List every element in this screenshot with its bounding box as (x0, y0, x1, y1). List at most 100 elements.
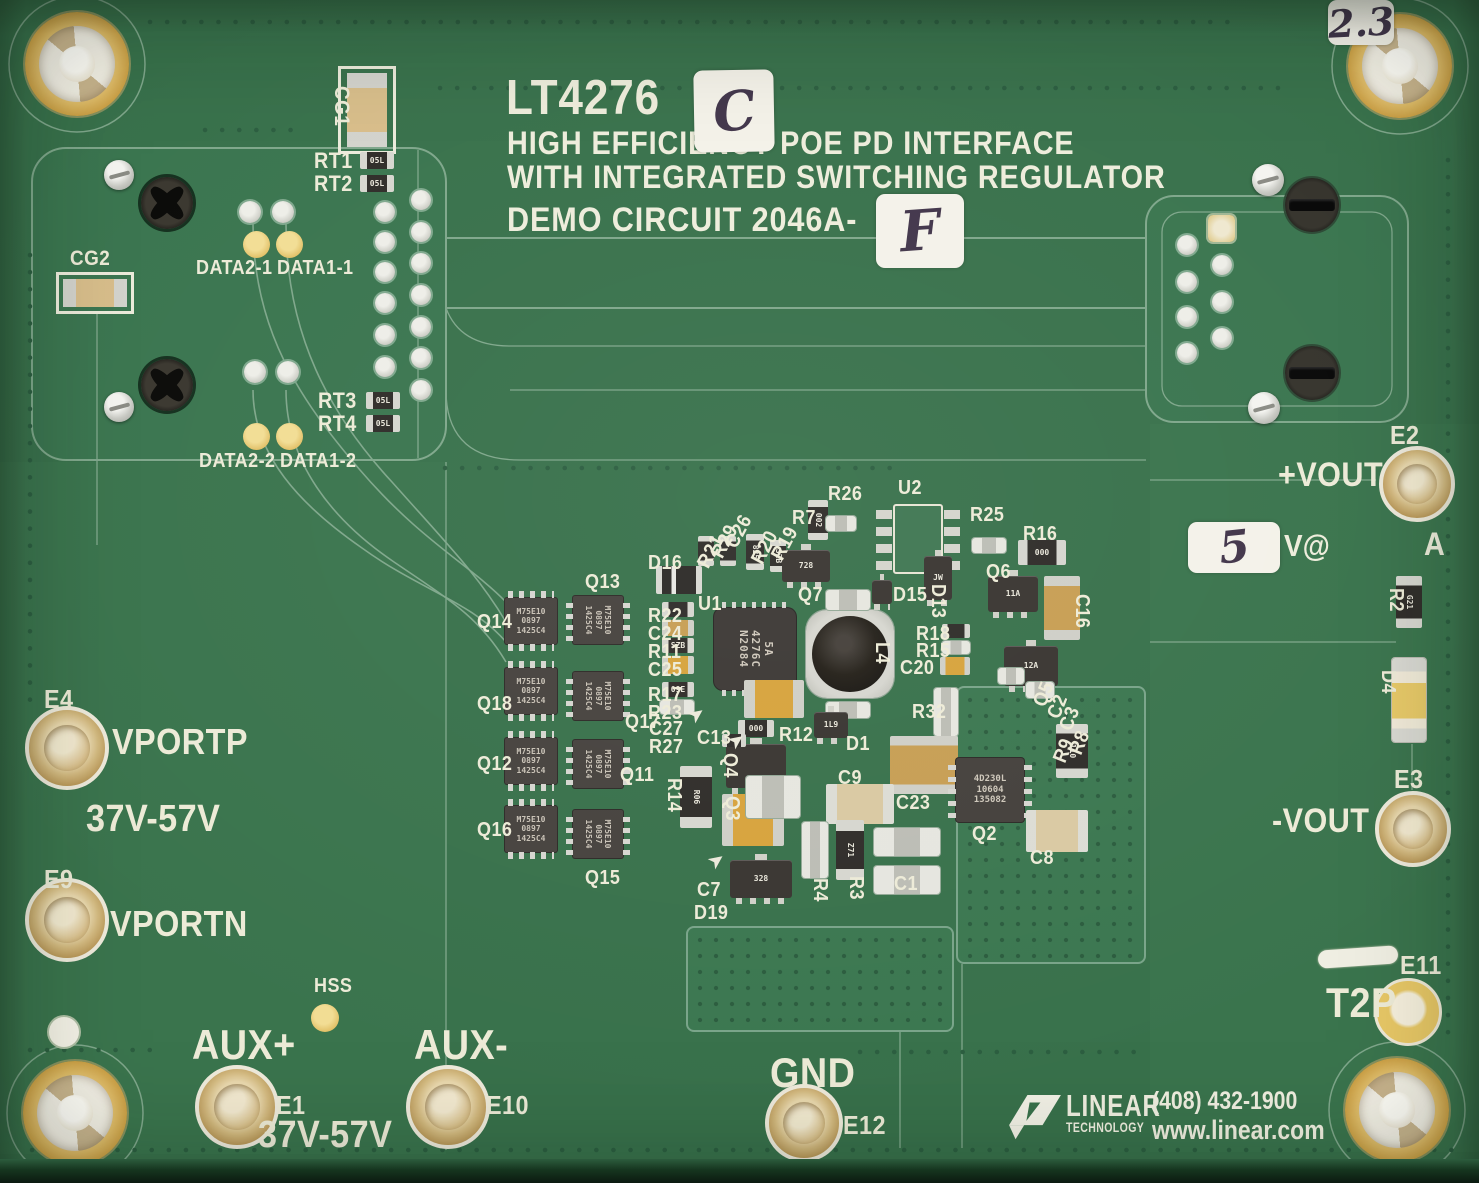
data-dot (243, 231, 270, 258)
silkscreen-label-r7: R7 (792, 507, 816, 529)
silkscreen-label-r16: R16 (1023, 523, 1058, 545)
silkscreen-label-e4: E4 (44, 684, 74, 714)
handwritten-voltage: 5 (1216, 520, 1252, 575)
silkscreen-label-aux-: AUX- (414, 1021, 509, 1068)
silkscreen-label-aux+: AUX+ (192, 1021, 296, 1068)
silkscreen-label-data2-2: DATA2-2 (199, 450, 276, 472)
mount-hole-tr (1348, 14, 1452, 118)
data-pad (239, 201, 261, 223)
silkscreen-label-c25: C25 (648, 659, 683, 681)
rt2: 05L (360, 175, 394, 192)
c2p (998, 668, 1024, 684)
silkscreen-label-e1: E1 (276, 1090, 306, 1120)
r2p: G21 (1396, 576, 1422, 628)
silkscreen-label-d4: D4 (1377, 670, 1399, 694)
silkscreen-label-vportp: VPORTP (112, 721, 248, 762)
r8p: 110 (1056, 724, 1088, 778)
via (375, 325, 395, 345)
silkscreen-label-q2: Q2 (972, 823, 997, 845)
d16p (656, 566, 702, 594)
via (1177, 307, 1197, 327)
silkscreen-label-t2p: T2P (1326, 979, 1397, 1026)
silkscreen-label-c8: C8 (1030, 847, 1054, 869)
q7p: 728 (782, 544, 830, 588)
via (375, 232, 395, 252)
q18: M75E10 0897 1425C4 (505, 661, 557, 721)
u1: 5A 4276C N2084 (714, 602, 796, 696)
via (1177, 272, 1197, 292)
silkscreen-label--vout: -VOUT (1272, 802, 1370, 840)
c16p (1044, 576, 1080, 640)
silkscreen-label-q4: Q4 (719, 753, 741, 778)
via (1212, 292, 1232, 312)
q2p: 4D230L 10604 135082 (948, 758, 1032, 822)
via (411, 190, 431, 210)
r26p (826, 516, 856, 531)
silkscreen-label-r18: R18 (916, 623, 951, 645)
r4p (802, 822, 828, 878)
q16: M75E10 0897 1425C4 (505, 799, 557, 859)
silkscreen-label-data1-2: DATA1-2 (280, 450, 357, 472)
data-pad (272, 201, 294, 223)
c13p (722, 734, 746, 747)
cg2 (56, 272, 134, 314)
silkscreen-label-q14: Q14 (477, 611, 513, 633)
silkscreen-label-r12: R12 (779, 724, 814, 746)
silkscreen-label-q6: Q6 (986, 561, 1011, 583)
rt3: 05L (366, 392, 400, 409)
silkscreen-label-rt4: RT4 (318, 411, 357, 436)
r3p: Z71 (836, 820, 864, 880)
silkscreen-label-e2: E2 (1390, 420, 1420, 450)
screw (104, 392, 134, 422)
via (375, 262, 395, 282)
handwritten-chip-revision: C (708, 76, 760, 146)
amps-unit-label: A (1424, 526, 1445, 562)
terminal-e9 (25, 878, 109, 962)
terminal-e1 (195, 1065, 279, 1149)
silkscreen-label-r2: R2 (1385, 588, 1407, 612)
q12: M75E10 0897 1425C4 (505, 731, 557, 791)
c1p (874, 866, 940, 894)
silkscreen-label-c13: C13 (697, 727, 732, 749)
rivet-slot (1285, 346, 1339, 400)
via (411, 348, 431, 368)
l4 (806, 610, 894, 698)
c9p (826, 784, 894, 824)
q11: M75E10 0897 1425C4 (566, 740, 630, 788)
c3p (1026, 682, 1054, 698)
silkscreen-label-rt2: RT2 (314, 171, 353, 196)
cg1 (338, 66, 396, 154)
data-dot (276, 423, 303, 450)
silkscreen-label-e12: E12 (843, 1110, 886, 1140)
silkscreen-label-e11: E11 (1400, 950, 1442, 980)
via (375, 357, 395, 377)
brand-subtitle: TECHNOLOGY (1066, 1120, 1145, 1135)
demo-circuit-number: DEMO CIRCUIT 2046A- (507, 201, 858, 239)
silkscreen-label-q13: Q13 (585, 571, 621, 593)
r14p: R06 (680, 766, 712, 828)
phone-number: (408) 432-1900 (1152, 1087, 1298, 1115)
board-title: LT4276 (506, 71, 661, 125)
q6p: 11A (988, 570, 1038, 618)
r25p (972, 538, 1006, 553)
silkscreen-label-c27: C27 (649, 718, 684, 740)
output-current-label: 2.3 (1327, 0, 1395, 47)
d19p: 328 (730, 854, 792, 904)
terminal-e2 (1379, 446, 1455, 522)
r20p: 825 (746, 534, 764, 570)
silkscreen-label-r14: R14 (663, 778, 685, 813)
c8p (1026, 810, 1088, 852)
c1p (874, 828, 940, 856)
via (1177, 343, 1197, 363)
terminal-e3 (1375, 791, 1451, 867)
silkscreen-label-q18: Q18 (477, 693, 513, 715)
r15p (942, 641, 970, 654)
mount-hole-br (1345, 1058, 1449, 1162)
title-line-2: HIGH EFFICIENCY POE PD INTERFACE (507, 125, 1075, 161)
r22p (662, 602, 694, 617)
hss-pad (311, 1004, 339, 1032)
chip-revision-label: C (693, 69, 775, 153)
r23p (660, 700, 694, 714)
terminal-e10 (406, 1065, 490, 1149)
q17: M75E10 0897 1425C4 (566, 672, 630, 720)
